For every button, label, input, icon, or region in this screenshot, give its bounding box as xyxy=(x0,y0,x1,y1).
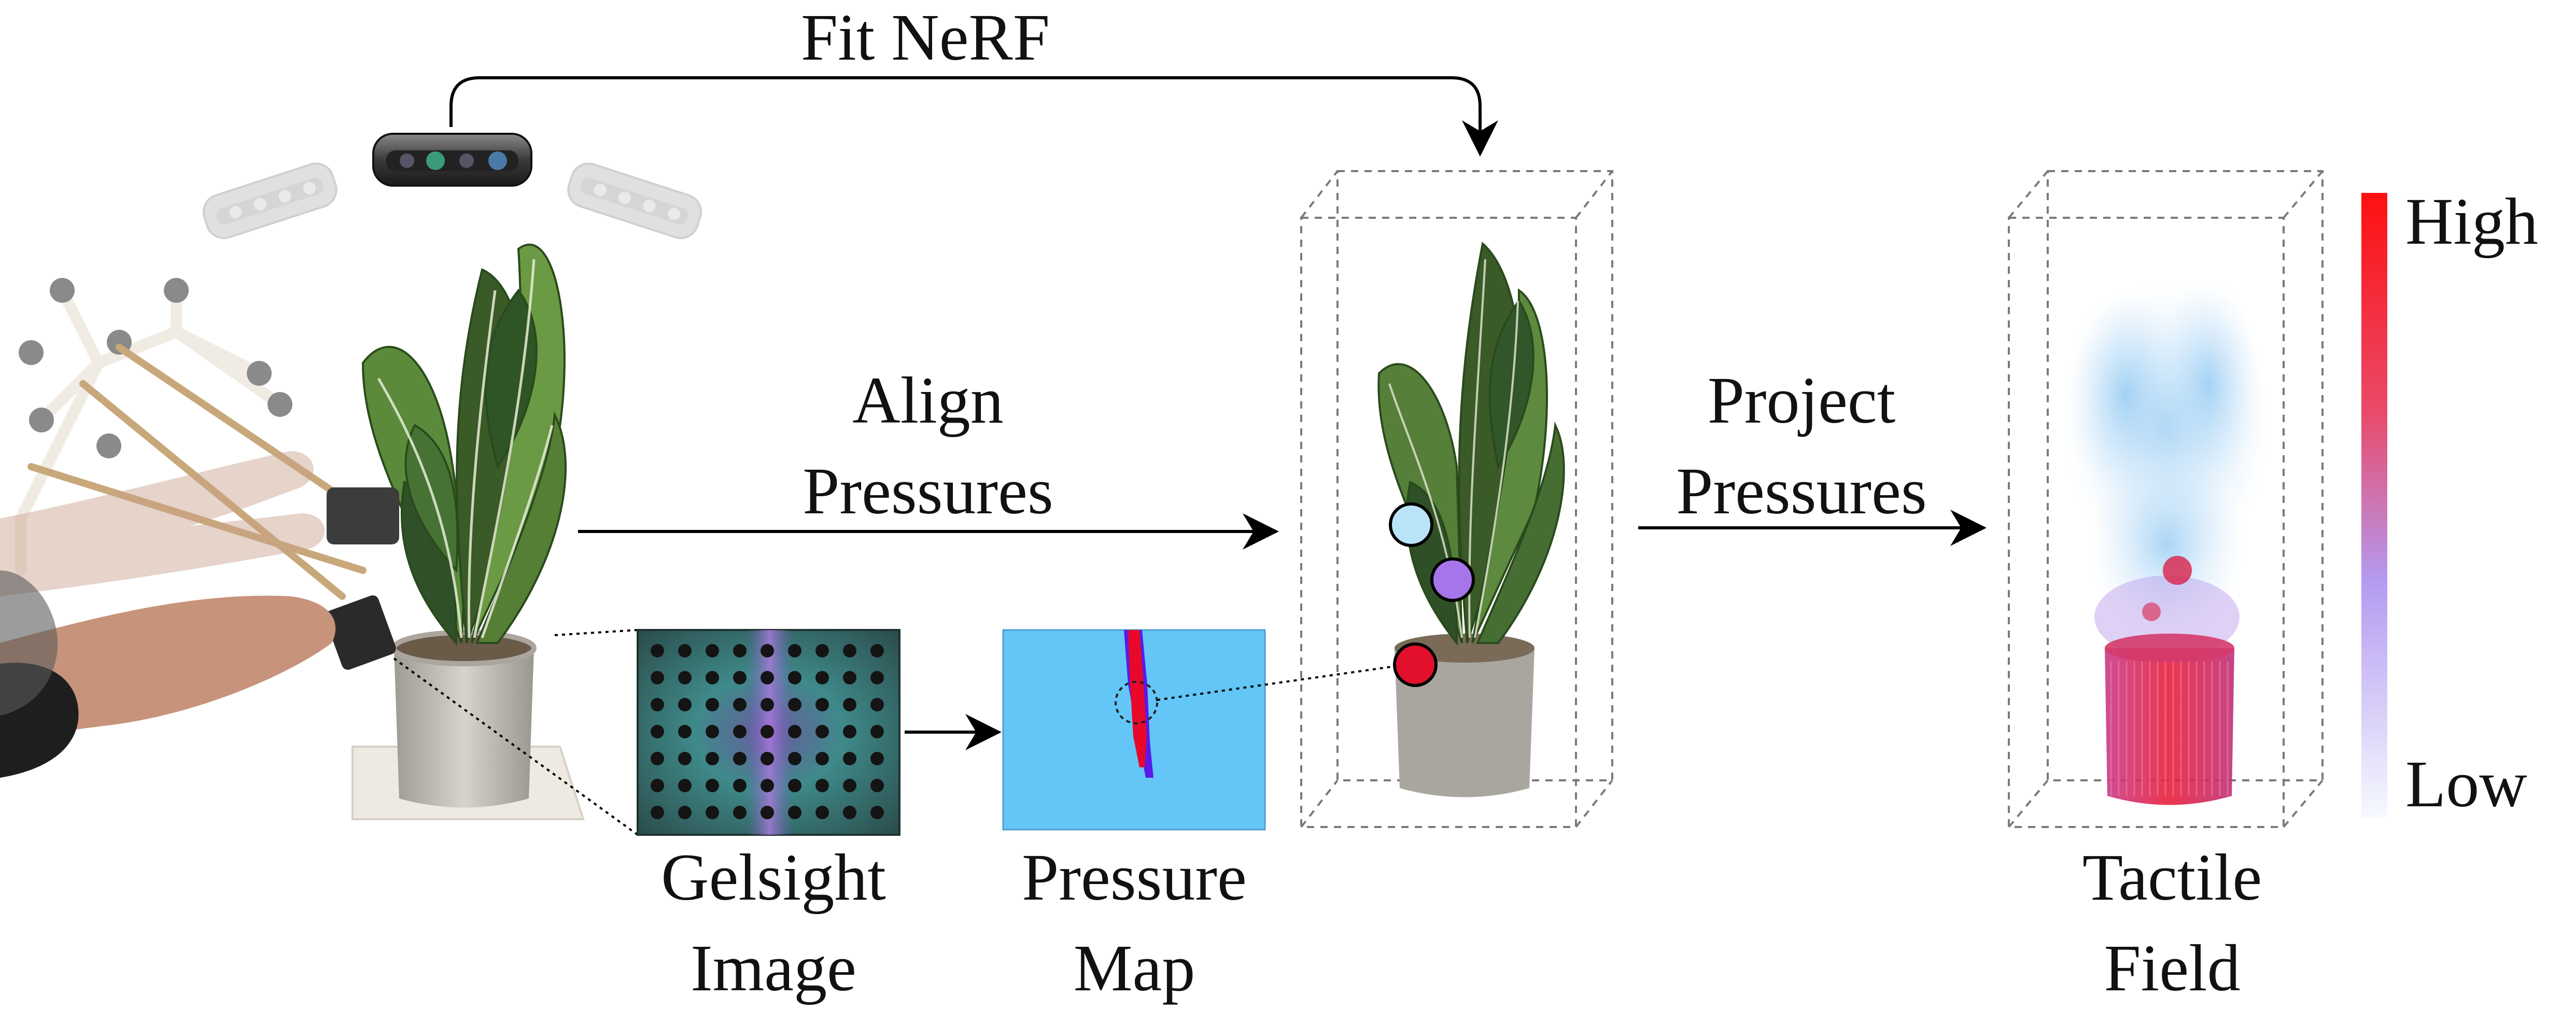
fit-nerf-label: Fit NeRF xyxy=(801,1,1050,74)
gelsight-marker-dot xyxy=(815,752,829,765)
gelsight-marker-dot xyxy=(733,671,747,684)
tactile-label-line1: Tactile xyxy=(2082,840,2262,914)
project-label-line1: Project xyxy=(1708,363,1896,437)
gelsight-marker-dot xyxy=(733,779,747,792)
depth-camera-left xyxy=(202,162,337,240)
project-label-line2: Pressures xyxy=(1676,454,1927,528)
depth-camera-center xyxy=(372,133,532,187)
gelsight-marker-dot xyxy=(788,752,801,765)
gelsight-marker-dot xyxy=(843,806,856,819)
gelsight-marker-dot xyxy=(843,644,856,657)
gelsight-marker-dot xyxy=(815,779,829,792)
tactile-field-render xyxy=(2063,280,2271,805)
gelsight-label-line2: Image xyxy=(691,931,856,1005)
gelsight-marker-dot xyxy=(651,671,664,684)
gelsight-marker-dot xyxy=(678,644,692,657)
pressure-label-line1: Pressure xyxy=(1022,840,1247,914)
gelsight-marker-dot xyxy=(706,725,719,738)
scale-low-label: Low xyxy=(2405,747,2527,821)
align-label-line1: Align xyxy=(852,363,1004,437)
gelsight-marker-dot xyxy=(733,806,747,819)
depth-camera-right xyxy=(567,162,702,240)
gelsight-marker-dot xyxy=(870,806,884,819)
gelsight-marker-dot xyxy=(651,644,664,657)
gelsight-marker-dot xyxy=(706,671,719,684)
gelsight-marker-dot xyxy=(870,725,884,738)
gelsight-marker-dot xyxy=(788,806,801,819)
nerf-bounding-box xyxy=(1300,170,1613,828)
touch-point-light-blue xyxy=(1389,502,1433,547)
gelsight-marker-dot xyxy=(843,779,856,792)
gelsight-marker-dot xyxy=(761,671,774,684)
scale-high-label: High xyxy=(2405,185,2538,258)
gelsight-marker-dot xyxy=(870,671,884,684)
gelsight-marker-dot xyxy=(788,644,801,657)
gelsight-marker-dot xyxy=(815,671,829,684)
gelsight-marker-dot xyxy=(678,752,692,765)
gelsight-marker-dot xyxy=(870,644,884,657)
pressure-color-scale xyxy=(2361,193,2387,818)
gelsight-marker-dot xyxy=(843,725,856,738)
gelsight-marker-dot xyxy=(815,698,829,711)
gelsight-marker-dot xyxy=(788,671,801,684)
gelsight-marker-dot xyxy=(651,725,664,738)
gelsight-marker-dot xyxy=(761,752,774,765)
gelsight-marker-dot xyxy=(733,698,747,711)
gelsight-marker-dot xyxy=(706,779,719,792)
gelsight-marker-dot xyxy=(678,779,692,792)
gelsight-marker-dot xyxy=(651,806,664,819)
align-label-line2: Pressures xyxy=(803,454,1053,528)
gelsight-marker-dot xyxy=(843,671,856,684)
gelsight-marker-dot xyxy=(870,698,884,711)
gelsight-marker-dot xyxy=(815,644,829,657)
gelsight-marker-dot xyxy=(706,752,719,765)
gelsight-marker-dot xyxy=(651,698,664,711)
gelsight-marker-dot xyxy=(678,806,692,819)
gelsight-marker-dot xyxy=(788,698,801,711)
gelsight-marker-dot xyxy=(733,752,747,765)
tactile-label-line2: Field xyxy=(2104,931,2240,1005)
pressure-callout-line xyxy=(1157,664,1406,701)
gelsight-marker-dot xyxy=(815,725,829,738)
gelsight-marker-dot xyxy=(788,725,801,738)
touch-point-markers xyxy=(1389,502,1475,687)
gelsight-marker-dot xyxy=(706,644,719,657)
gelsight-image xyxy=(637,629,900,836)
touch-point-red xyxy=(1393,642,1438,687)
gelsight-marker-dot xyxy=(843,698,856,711)
gelsight-marker-dot xyxy=(706,698,719,711)
gelsight-marker-dot xyxy=(761,806,774,819)
tactile-bounding-box xyxy=(2008,170,2324,828)
gelsight-marker-dot xyxy=(761,725,774,738)
pressure-label-line2: Map xyxy=(1074,931,1195,1005)
gelsight-marker-dot xyxy=(761,644,774,657)
plant-photo xyxy=(0,243,585,820)
gelsight-marker-dot xyxy=(733,644,747,657)
gelsight-marker-dot xyxy=(870,752,884,765)
gelsight-marker-dot xyxy=(815,806,829,819)
gelsight-marker-dot xyxy=(788,779,801,792)
touch-point-purple xyxy=(1430,557,1475,602)
gelsight-marker-dot xyxy=(761,779,774,792)
pressure-map xyxy=(1002,629,1266,831)
gelsight-marker-dot xyxy=(678,671,692,684)
gelsight-marker-dot xyxy=(870,779,884,792)
fit-nerf-arrow xyxy=(449,76,1498,157)
gelsight-marker-dot xyxy=(843,752,856,765)
gelsight-marker-dot xyxy=(733,725,747,738)
gelsight-marker-dot xyxy=(651,752,664,765)
gelsight-marker-dot xyxy=(706,806,719,819)
gelsight-label-line1: Gelsight xyxy=(661,840,886,914)
gelsight-marker-dot xyxy=(761,698,774,711)
gelsight-marker-dot xyxy=(651,779,664,792)
gelsight-marker-dot xyxy=(678,698,692,711)
gelsight-marker-dot xyxy=(678,725,692,738)
